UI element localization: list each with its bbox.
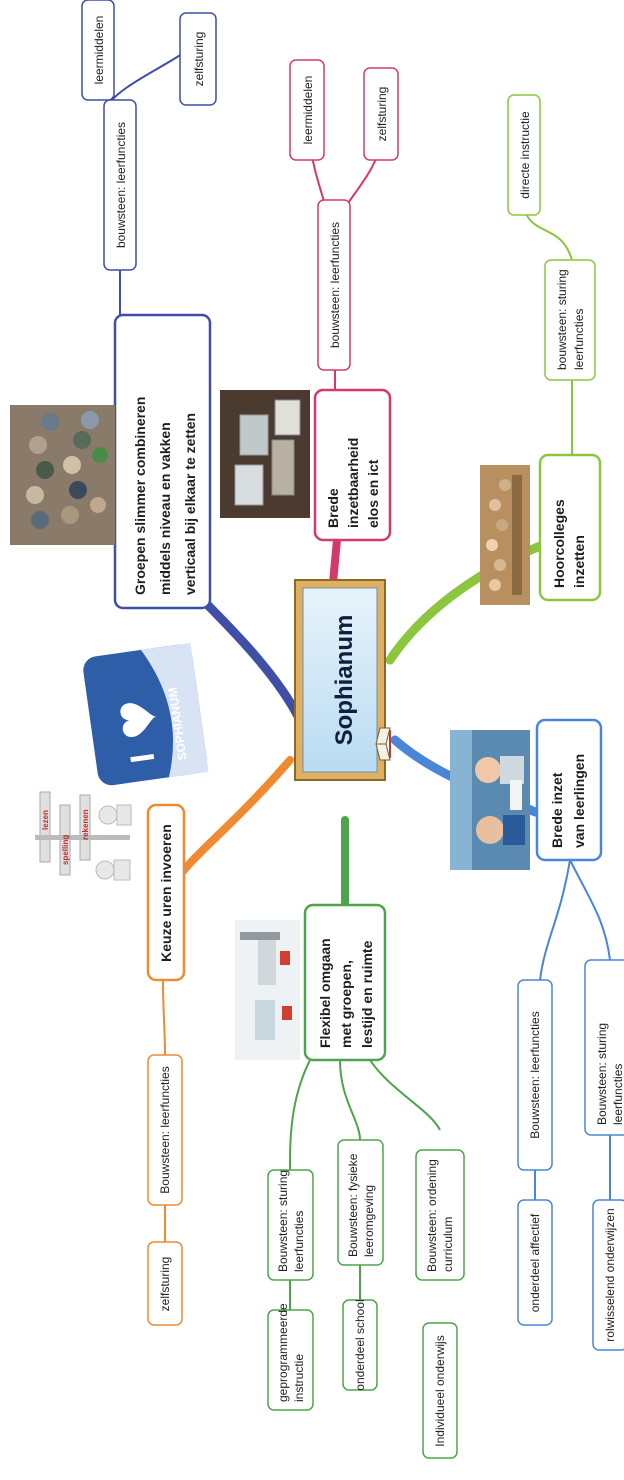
leerlingen-sub-2[interactable]: Bouwsteen: sturing leerfuncties — [584, 959, 624, 1136]
flexibel-sub-3-line2: curriculum — [441, 1217, 455, 1272]
flexibel-leaf-2[interactable]: onderdeel school — [342, 1299, 378, 1391]
office-photo — [205, 920, 300, 1060]
sophianum-logo: I SOPHIANUM — [83, 642, 209, 786]
flexibel-sub-2-line1: Bouwsteen: fysieke — [346, 1153, 360, 1257]
branch-leerlingen-line2: van leerlingen — [571, 754, 587, 848]
ict-leaf-zelfsturing-label: zelfsturing — [375, 87, 389, 142]
computers-photo — [220, 390, 310, 518]
ict-sub-label: bouwsteen: leerfuncties — [328, 222, 342, 348]
flexibel-sub-3-line1: Bouwsteen: ordening — [425, 1159, 439, 1272]
branch-hoorcolleges-line2: inzetten — [571, 535, 587, 588]
students-photo — [450, 730, 530, 870]
signpost-middle-label: spelling — [61, 835, 70, 865]
groepen-sub[interactable]: bouwsteen: leerfuncties — [103, 99, 137, 271]
ict-leaf-zelfsturing[interactable]: zelfsturing — [363, 67, 399, 161]
keuze-leaf-zelfsturing[interactable]: zelfsturing — [147, 1241, 183, 1326]
branch-hoorcolleges-node[interactable] — [538, 453, 602, 602]
branch-flexibel-line2: met groepen, — [338, 960, 354, 1048]
branch-hoorcolleges[interactable]: Hoorcolleges inzetten — [538, 453, 602, 602]
branch-leerlingen-node[interactable] — [535, 718, 603, 862]
branch-flexibel-line3: lestijd en ruimte — [359, 940, 375, 1048]
flexibel-sub-1[interactable]: Bouwsteen: sturing leerfuncties — [267, 1169, 314, 1281]
branch-keuze-node[interactable] — [146, 803, 186, 982]
leerlingen-leaf-1-label: onderdeel affectief — [528, 1213, 542, 1312]
hoorcolleges-leaf-label: directe instructie — [518, 111, 532, 199]
branch-ict-line3: elos en ict — [365, 459, 381, 528]
branch-keuze[interactable]: Keuze uren invoeren — [146, 803, 186, 982]
keuze-leaf-label: zelfsturing — [158, 1257, 172, 1312]
flexibel-leaf-1[interactable]: geprogrammeerde instructie — [267, 1303, 314, 1411]
groepen-sub-label: bouwsteen: leerfuncties — [114, 122, 128, 248]
flexibel-leaf-1-line2: instructie — [292, 1354, 306, 1402]
hoorcolleges-sub-line2: leerfuncties — [572, 309, 586, 370]
ict-sub[interactable]: bouwsteen: leerfuncties — [317, 199, 351, 371]
flexibel-leaf-1-line1: geprogrammeerde — [276, 1303, 290, 1402]
leerlingen-sub-1[interactable]: Bouwsteen: leerfuncties — [517, 979, 553, 1171]
signpost-image: lezen spelling rekenen — [25, 785, 135, 895]
leerlingen-leaf-2-label: rolwisselend onderwijzen — [603, 1208, 617, 1341]
crowd-photo — [10, 405, 115, 545]
flexibel-sub-1-line1: Bouwsteen: sturing — [276, 1170, 290, 1272]
groepen-leaf-leermiddelen-label: leermiddelen — [92, 16, 106, 85]
branch-hoorcolleges-connector — [385, 535, 561, 665]
hoorcolleges-sub[interactable]: bouwsteen: sturing leerfuncties — [544, 259, 596, 381]
groepen-leaf-zelfsturing[interactable]: zelfsturing — [179, 12, 217, 106]
book-icon — [375, 727, 391, 761]
branch-ict-node[interactable] — [313, 388, 392, 542]
flexibel-leaf-3-label: Individueel onderwijs — [433, 1335, 447, 1446]
signpost-top-label: lezen — [41, 810, 50, 830]
branch-flexibel-node[interactable] — [303, 903, 387, 1062]
branch-hoorcolleges-line1: Hoorcolleges — [551, 499, 567, 588]
flexibel-sub-3[interactable]: Bouwsteen: ordening curriculum — [415, 1149, 465, 1281]
branch-groepen-line2: middels niveau en vakken — [157, 422, 173, 595]
branch-flexibel-line1: Flexibel omgaan — [317, 938, 333, 1048]
branch-flexibel[interactable]: Flexibel omgaan met groepen, lestijd en … — [303, 903, 387, 1062]
ict-leaf-leermiddelen[interactable]: leermiddelen — [289, 59, 325, 161]
hoorcolleges-sub-line1: bouwsteen: sturing — [555, 269, 569, 370]
branch-groepen[interactable]: Groepen slimmer combineren middels nivea… — [113, 313, 212, 610]
keuze-sub[interactable]: Bouwsteen: leerfuncties — [147, 1054, 183, 1206]
center-label: Sophianum — [331, 615, 358, 746]
hoorcolleges-leaf-directe-instructie[interactable]: directe instructie — [507, 94, 541, 216]
signpost-bottom-label: rekenen — [81, 809, 90, 840]
branch-keuze-label: Keuze uren invoeren — [158, 824, 174, 962]
leerlingen-sub-1-label: Bouwsteen: leerfuncties — [528, 1011, 542, 1138]
branch-keuze-connector — [166, 756, 294, 894]
branch-leerlingen[interactable]: Brede inzet van leerlingen — [535, 718, 603, 862]
branch-ict-line1: Brede — [325, 488, 341, 528]
branch-ict-line2: inzetbaarheid — [345, 438, 361, 528]
leerlingen-sub-2-line1: Bouwsteen: sturing — [595, 1023, 609, 1125]
center-node[interactable]: Sophianum — [294, 579, 391, 781]
ict-leaf-leermiddelen-label: leermiddelen — [301, 76, 315, 145]
flexibel-sub-2-line2: leeromgeving — [362, 1185, 376, 1257]
branch-leerlingen-line1: Brede inzet — [549, 772, 565, 848]
leerlingen-leaf-2[interactable]: rolwisselend onderwijzen — [592, 1199, 624, 1351]
flexibel-leaf-2-label: onderdeel school — [353, 1299, 367, 1390]
flexibel-sub-1-line2: leerfuncties — [292, 1211, 306, 1272]
flexibel-leaf-3[interactable]: Individueel onderwijs — [422, 1322, 458, 1459]
groepen-leaf-leermiddelen[interactable]: leermiddelen — [81, 0, 115, 101]
leerlingen-sub-2-line2: leerfuncties — [611, 1064, 624, 1125]
lecture-photo — [480, 465, 530, 605]
leerlingen-leaf-1[interactable]: onderdeel affectief — [517, 1199, 553, 1326]
flexibel-sub-2[interactable]: Bouwsteen: fysieke leeromgeving — [337, 1139, 384, 1266]
keuze-sub-label: Bouwsteen: leerfuncties — [158, 1066, 172, 1193]
branch-groepen-line1: Groepen slimmer combineren — [132, 397, 148, 595]
branch-groepen-line3: verticaal bij elkaar te zetten — [182, 413, 198, 595]
branch-ict[interactable]: Brede inzetbaarheid elos en ict — [313, 388, 392, 542]
groepen-leaf-zelfsturing-label: zelfsturing — [192, 32, 206, 87]
